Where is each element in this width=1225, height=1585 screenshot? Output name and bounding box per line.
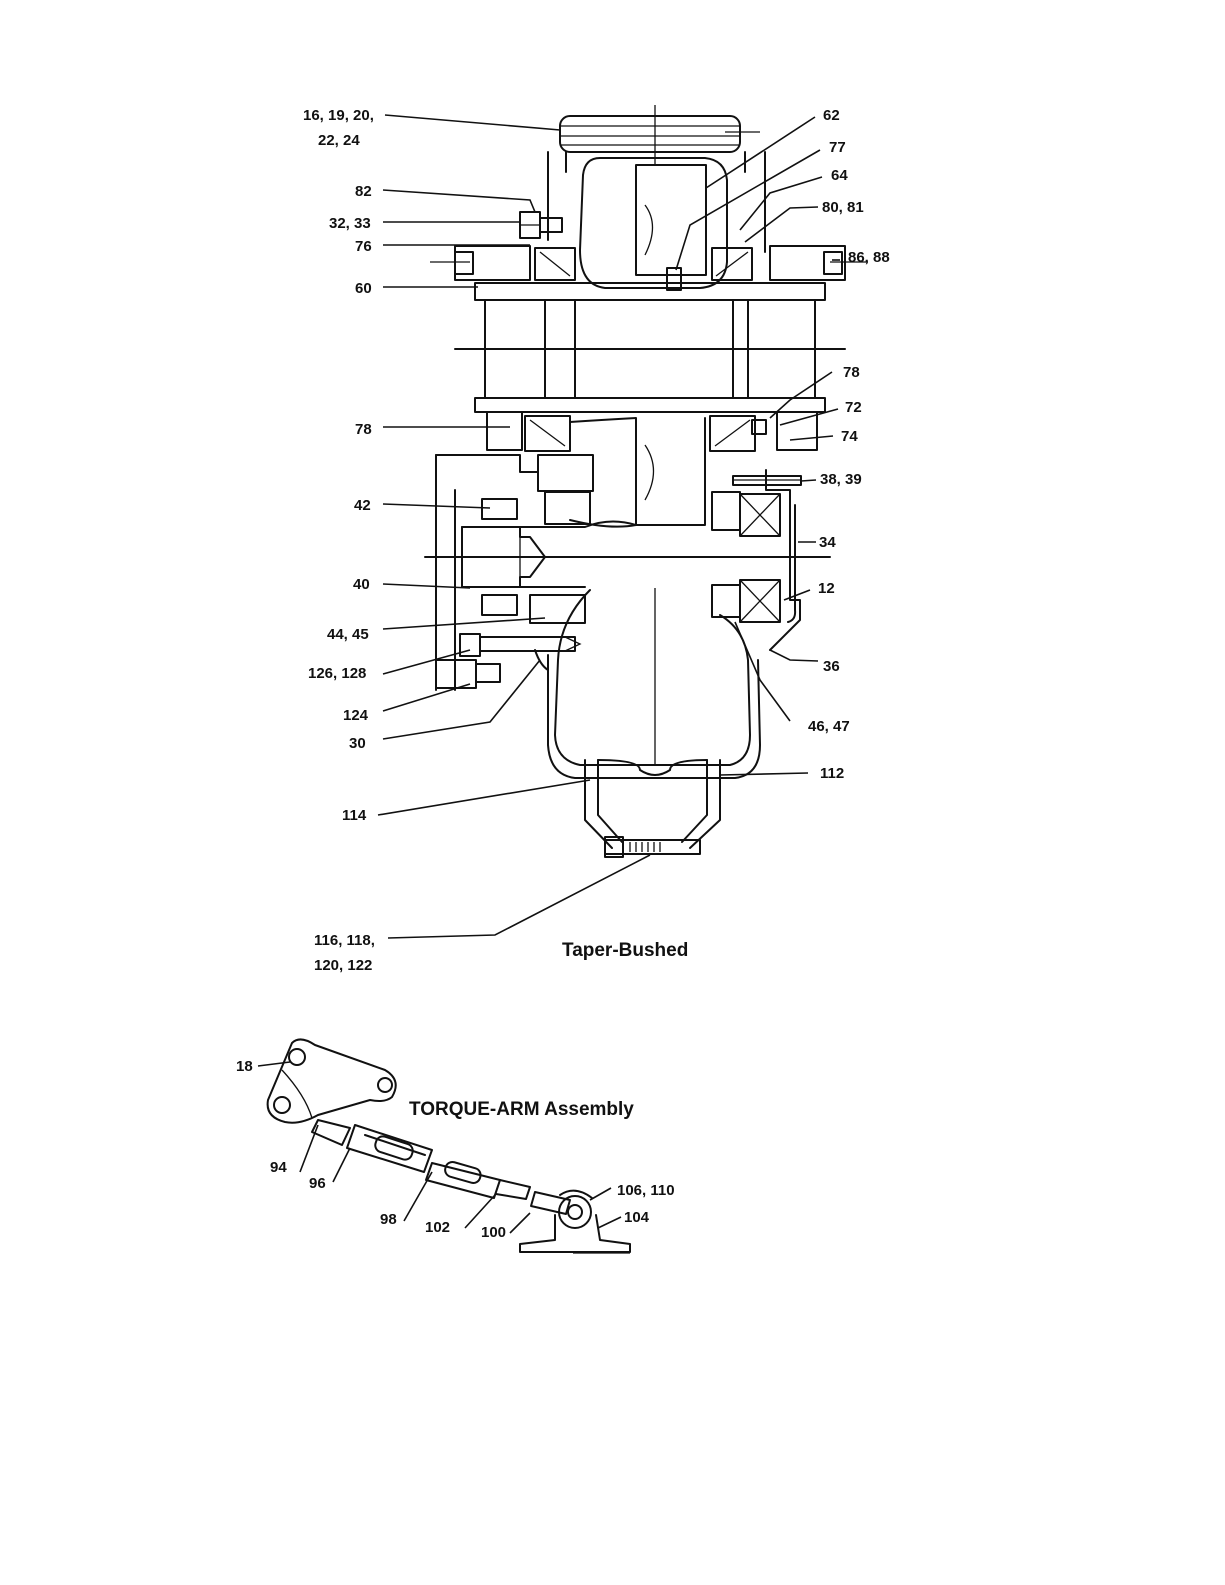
label-16-19-20: 16, 19, 20, [303, 107, 374, 124]
label-62: 62 [823, 107, 840, 124]
label-74: 74 [841, 428, 858, 445]
hollow-shaft-drawing [455, 283, 845, 412]
label-76: 76 [355, 238, 372, 255]
label-116-118: 116, 118, [314, 932, 375, 949]
label-78-left: 78 [355, 421, 372, 438]
reducer-part-labels: 16, 19, 20, 22, 24 82 32, 33 76 60 62 77… [303, 107, 890, 974]
label-94: 94 [270, 1159, 287, 1176]
label-96: 96 [309, 1175, 326, 1192]
input-shaft-drawing [425, 499, 830, 688]
label-60: 60 [355, 280, 372, 297]
torque-arm-leader-lines [258, 1062, 621, 1233]
label-44-45: 44, 45 [327, 626, 369, 643]
label-36: 36 [823, 658, 840, 675]
upper-housing-drawing [430, 152, 868, 290]
label-80-81: 80, 81 [822, 199, 864, 216]
label-102: 102 [425, 1219, 450, 1236]
label-34: 34 [819, 534, 836, 551]
torque-arm-assembly: 18 94 96 98 102 100 106, 110 104 TORQUE-… [236, 1039, 675, 1253]
label-104: 104 [624, 1209, 650, 1226]
top-cover-drawing [560, 105, 760, 165]
label-77: 77 [829, 139, 846, 156]
label-64: 64 [831, 167, 848, 184]
label-40: 40 [353, 576, 370, 593]
torque-arm-caption: TORQUE-ARM Assembly [409, 1099, 634, 1120]
label-12: 12 [818, 580, 835, 597]
label-82: 82 [355, 183, 372, 200]
mounting-bracket-drawing [585, 760, 720, 857]
label-126-128: 126, 128 [308, 665, 366, 682]
torque-arm-part-labels: 18 94 96 98 102 100 106, 110 104 [236, 1058, 675, 1241]
label-114: 114 [342, 807, 367, 824]
label-72: 72 [845, 399, 862, 416]
label-86-88: 86, 88 [848, 249, 890, 266]
label-38-39: 38, 39 [820, 471, 862, 488]
label-78-right: 78 [843, 364, 860, 381]
label-120-122: 120, 122 [314, 957, 372, 974]
label-22-24: 22, 24 [318, 132, 360, 149]
label-18: 18 [236, 1058, 253, 1075]
label-46-47: 46, 47 [808, 718, 850, 735]
reducer-cross-section: 16, 19, 20, 22, 24 82 32, 33 76 60 62 77… [303, 105, 890, 974]
label-100: 100 [481, 1224, 506, 1241]
label-30: 30 [349, 735, 366, 752]
reducer-caption: Taper-Bushed [562, 940, 688, 961]
label-112: 112 [820, 765, 844, 782]
lower-housing-drawing [436, 412, 817, 690]
label-32-33: 32, 33 [329, 215, 371, 232]
label-98: 98 [380, 1211, 397, 1228]
label-106-110: 106, 110 [617, 1182, 675, 1199]
label-42: 42 [354, 497, 371, 514]
label-124: 124 [343, 707, 369, 724]
